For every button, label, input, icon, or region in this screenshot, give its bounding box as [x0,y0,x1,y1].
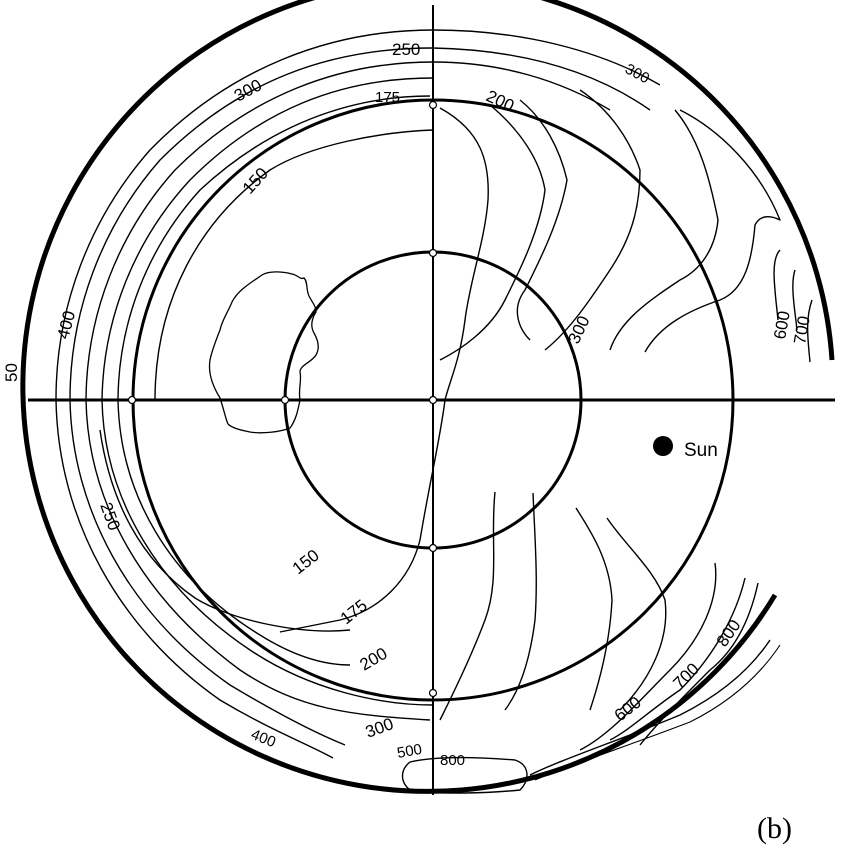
label-600-right: 600 [770,309,794,340]
sun-label: Sun [684,440,718,461]
contours-bottom-rings [55,399,434,759]
label-300-mid-right: 300 [564,313,593,347]
label-175-bottom: 175 [337,596,371,628]
label-500-bottom: 500 [396,741,424,762]
latitude-label: 50 [2,363,21,382]
label-250-top: 250 [392,40,420,59]
label-175-top: 175 [375,89,400,106]
antarctica-outline [208,271,319,434]
sun-icon [653,436,673,456]
label-300-bottom: 300 [363,714,396,742]
label-800-bottom: 800 [440,752,465,769]
label-300-top-right: 300 [622,61,652,88]
outer-boundary [20,0,835,794]
grid-nodes [127,100,438,698]
sun-annotation: Sun [653,436,718,461]
label-700-right: 700 [790,314,814,345]
panel-label: (b) [757,812,792,845]
label-300-top: 300 [231,75,265,105]
label-200-bottom: 200 [357,644,391,675]
label-150-bottom: 150 [289,546,323,578]
contours-interior [279,89,813,751]
contours-bottom-blob [401,639,781,794]
contours-outer-rings [55,29,661,401]
